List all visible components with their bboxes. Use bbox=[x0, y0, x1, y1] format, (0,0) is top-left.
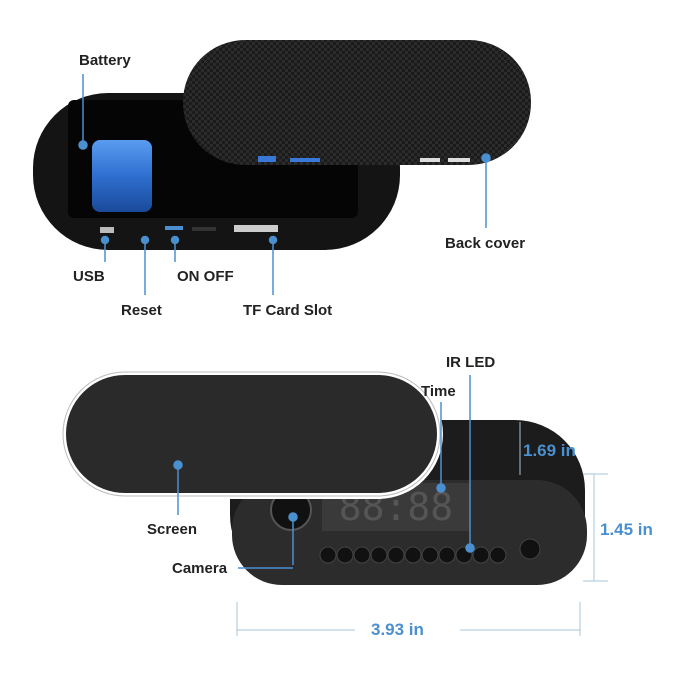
dimension-depth: 1.69 in bbox=[523, 441, 576, 460]
dimension-lines bbox=[236, 422, 608, 636]
callout-lines bbox=[78, 74, 491, 569]
battery bbox=[92, 140, 152, 212]
label-reset: Reset bbox=[121, 302, 162, 319]
label-screen: Screen bbox=[147, 521, 198, 538]
usb-port bbox=[100, 227, 114, 233]
dimension-height: 1.45 in bbox=[600, 520, 653, 539]
label-on-off: ON OFF bbox=[177, 268, 234, 285]
slot bbox=[192, 227, 216, 231]
label-battery: Battery bbox=[79, 52, 131, 69]
label-camera: Camera bbox=[172, 560, 228, 577]
label-ir-led: IR LED bbox=[446, 354, 496, 371]
label-usb: USB bbox=[73, 268, 105, 285]
screen-panel bbox=[60, 369, 443, 499]
back-cover bbox=[183, 40, 531, 165]
label-time: Time bbox=[421, 383, 456, 400]
tf-card-slot bbox=[234, 225, 278, 232]
label-back-cover: Back cover bbox=[445, 235, 526, 252]
dimension-width: 3.93 in bbox=[371, 620, 424, 639]
label-tf-card-slot: TF Card Slot bbox=[243, 302, 333, 319]
on-off-switch bbox=[165, 226, 183, 230]
